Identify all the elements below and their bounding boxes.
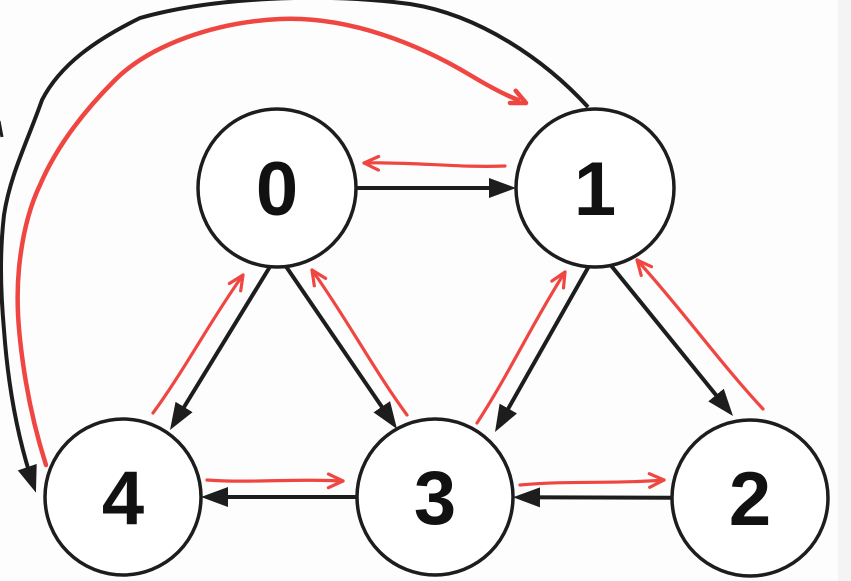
red-arrow-2-1 xyxy=(635,258,765,411)
node-1-circle xyxy=(514,107,676,269)
node-3-label: 3 xyxy=(414,456,456,541)
black-edges-layer xyxy=(0,0,733,508)
red-arrow-3-1 xyxy=(475,270,567,425)
node-0: 0 xyxy=(196,107,358,269)
black-curved-edge-1-4 xyxy=(0,0,590,493)
node-1-label: 1 xyxy=(574,147,616,232)
node-4: 4 xyxy=(43,417,203,577)
red-arrow-3-2 xyxy=(518,472,666,489)
node-1: 1 xyxy=(514,107,676,269)
nodes-layer: 0 1 2 3 4 xyxy=(43,107,830,578)
red-arrow-1-0 xyxy=(362,154,507,172)
red-arrow-4-3 xyxy=(205,472,345,490)
red-arrows-layer xyxy=(15,16,765,490)
clipped-stroke-left-edge xyxy=(0,120,4,138)
node-3-circle xyxy=(355,417,515,577)
black-edge-1-3 xyxy=(494,265,591,432)
black-edge-0-3 xyxy=(283,263,398,430)
red-arrow-3-0 xyxy=(310,268,409,417)
black-edge-1-2 xyxy=(607,261,733,416)
right-gutter xyxy=(838,0,851,581)
black-edge-0-4 xyxy=(169,263,273,430)
node-2: 2 xyxy=(670,418,830,578)
node-4-circle xyxy=(43,417,203,577)
red-curved-arrow-4-1 xyxy=(15,16,529,468)
node-4-label: 4 xyxy=(102,456,144,541)
node-0-label: 0 xyxy=(256,147,298,232)
node-3: 3 xyxy=(355,417,515,577)
node-2-label: 2 xyxy=(729,457,771,542)
node-2-circle xyxy=(670,418,830,578)
node-0-circle xyxy=(196,107,358,269)
red-arrow-4-0 xyxy=(151,273,245,415)
